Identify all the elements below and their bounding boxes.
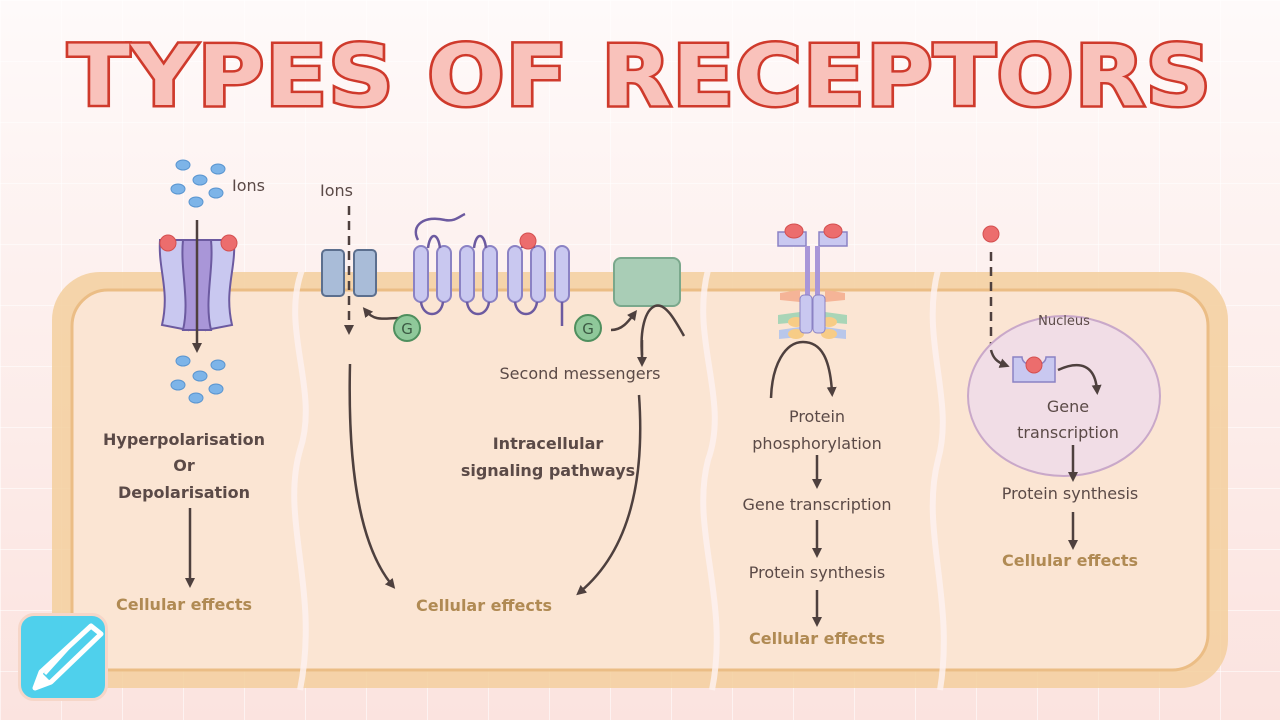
- outcome-hyperpolarisation: Hyperpolarisation: [103, 430, 265, 449]
- panel-enzyme-linked: [769, 223, 848, 627]
- g-to-channel-arrow: [362, 307, 401, 320]
- ions-outside: [170, 159, 226, 208]
- intracellular-label: Intracellular: [492, 434, 604, 453]
- divider-3: [929, 269, 947, 691]
- page-title: TYPES OF RECEPTORS: [65, 27, 1213, 125]
- g-protein-left-label: G: [401, 320, 413, 338]
- channel-subunit-left: [158, 239, 189, 332]
- transcription-label-4: transcription: [1017, 423, 1119, 442]
- rtk-ligand-right: [823, 223, 843, 239]
- panel-dividers: [291, 268, 947, 691]
- gpcr-helices: [413, 245, 570, 303]
- divider-2: [700, 269, 720, 691]
- cell: [52, 272, 1228, 688]
- channel-logo[interactable]: [18, 613, 108, 701]
- cellular-effects-1: Cellular effects: [115, 595, 252, 614]
- signaling-pathways-label: signaling pathways: [460, 461, 636, 480]
- divider-1: [291, 268, 309, 691]
- g-to-enzyme-arrow: [610, 310, 638, 332]
- gene-transcription-label-3: Gene transcription: [742, 495, 892, 514]
- second-messenger-curve: [640, 304, 686, 356]
- phosphorylation-arrow: [769, 340, 837, 399]
- rtk-ligand-left: [784, 223, 804, 239]
- cell-cytoplasm: [72, 290, 1208, 670]
- ligand-left: [159, 234, 177, 252]
- gpcr-ligand: [519, 232, 537, 250]
- outcome-depolarisation: Depolarisation: [117, 483, 251, 502]
- second-messengers-label: Second messengers: [499, 364, 661, 383]
- pencil-icon: [32, 623, 104, 691]
- bound-ligand: [1025, 356, 1043, 374]
- cellular-effects-2: Cellular effects: [415, 596, 552, 615]
- receptor-to-transcription-arrow: [1057, 363, 1102, 395]
- outcome-or: Or: [173, 456, 195, 475]
- protein-synthesis-label-3: Protein synthesis: [748, 563, 886, 582]
- rtk-stalk-right: [815, 246, 820, 332]
- protein-synthesis-label-4: Protein synthesis: [1001, 484, 1139, 503]
- channel-subunit-right: [205, 239, 236, 332]
- panel-ion-channel: [158, 159, 238, 588]
- ligand-right: [220, 234, 238, 252]
- protein-label: Protein: [788, 407, 846, 426]
- messenger-path-to-effect: [576, 394, 642, 596]
- ions-inside: [170, 355, 226, 404]
- lipophilic-ligand: [982, 225, 1000, 243]
- g-protein-left: [393, 314, 421, 342]
- gpcr-loops: [419, 234, 564, 326]
- effector-enzyme: [613, 257, 681, 307]
- nucleus-label: Nucleus: [1038, 314, 1090, 329]
- ions-label-2: Ions: [320, 181, 353, 200]
- cellular-effects-4: Cellular effects: [1001, 551, 1138, 570]
- ions-label-1: Ions: [232, 176, 265, 195]
- ligand-entry-arrow: [989, 349, 1010, 368]
- gene-label-4: Gene: [1046, 397, 1090, 416]
- ion-channel-half-right: [353, 249, 377, 297]
- phosphorylation-label: phosphorylation: [752, 434, 882, 453]
- ion-path-to-effect: [348, 363, 396, 589]
- nucleus: [967, 315, 1161, 477]
- gpcr-n-terminus: [414, 212, 466, 241]
- ion-channel-half-left: [321, 249, 345, 297]
- panel-nuclear-receptor: [967, 225, 1161, 550]
- cellular-effects-3: Cellular effects: [748, 629, 885, 648]
- g-protein-right: [574, 314, 602, 342]
- rtk-kinase-domains: [778, 290, 847, 339]
- panel-gpcr: G G: [321, 206, 686, 596]
- g-protein-right-label: G: [582, 320, 594, 338]
- rtk-stalk-left: [805, 246, 810, 332]
